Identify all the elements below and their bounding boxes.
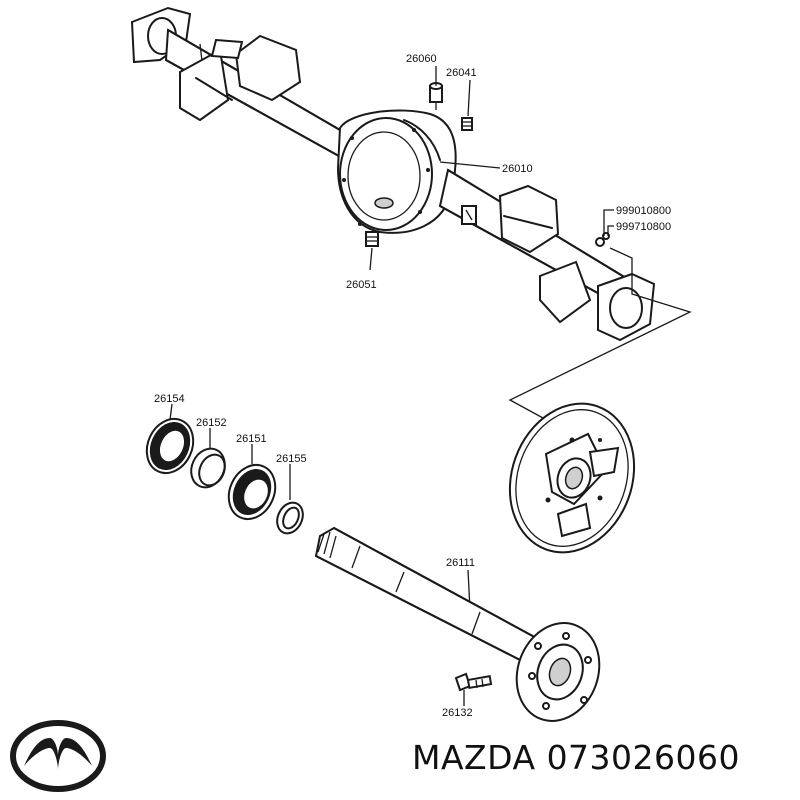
retainer-ring-26155 bbox=[276, 501, 304, 535]
label-26041: 26041 bbox=[446, 67, 477, 79]
label-26132: 26132 bbox=[442, 707, 473, 719]
oil-seal-26154 bbox=[145, 417, 195, 475]
filler-plug-26051 bbox=[365, 231, 379, 247]
part-number: 073026060 bbox=[546, 738, 741, 777]
label-26154: 26154 bbox=[154, 393, 185, 405]
brake-backing-plate bbox=[508, 402, 636, 554]
breather-plug-26060 bbox=[429, 82, 443, 110]
label-26151: 26151 bbox=[236, 433, 267, 445]
axle-housing bbox=[130, 6, 656, 342]
nut-washer-pair bbox=[595, 232, 610, 247]
label-26111: 26111 bbox=[446, 557, 475, 569]
label-999710800: 999710800 bbox=[616, 221, 671, 233]
bearing-collar-26152 bbox=[190, 447, 226, 489]
mazda-logo-icon bbox=[10, 720, 106, 792]
label-26155: 26155 bbox=[276, 453, 307, 465]
leader-lines bbox=[169, 66, 692, 706]
axle-shaft-26111 bbox=[314, 526, 601, 722]
label-26060: 26060 bbox=[406, 53, 437, 65]
label-999010800: 999010800 bbox=[616, 205, 671, 217]
label-26010: 26010 bbox=[502, 163, 533, 175]
part-caption: MAZDA 073026060 bbox=[412, 738, 797, 777]
hub-bolt-26132 bbox=[454, 672, 493, 692]
drain-plug-26041 bbox=[461, 117, 473, 131]
label-26152: 26152 bbox=[196, 417, 227, 429]
label-26051: 26051 bbox=[346, 279, 377, 291]
bearing-26151 bbox=[227, 463, 277, 521]
part-labels: 26060 26041 26010 999010800 999710800 26… bbox=[154, 53, 671, 719]
brand-name: MAZDA bbox=[412, 738, 536, 777]
